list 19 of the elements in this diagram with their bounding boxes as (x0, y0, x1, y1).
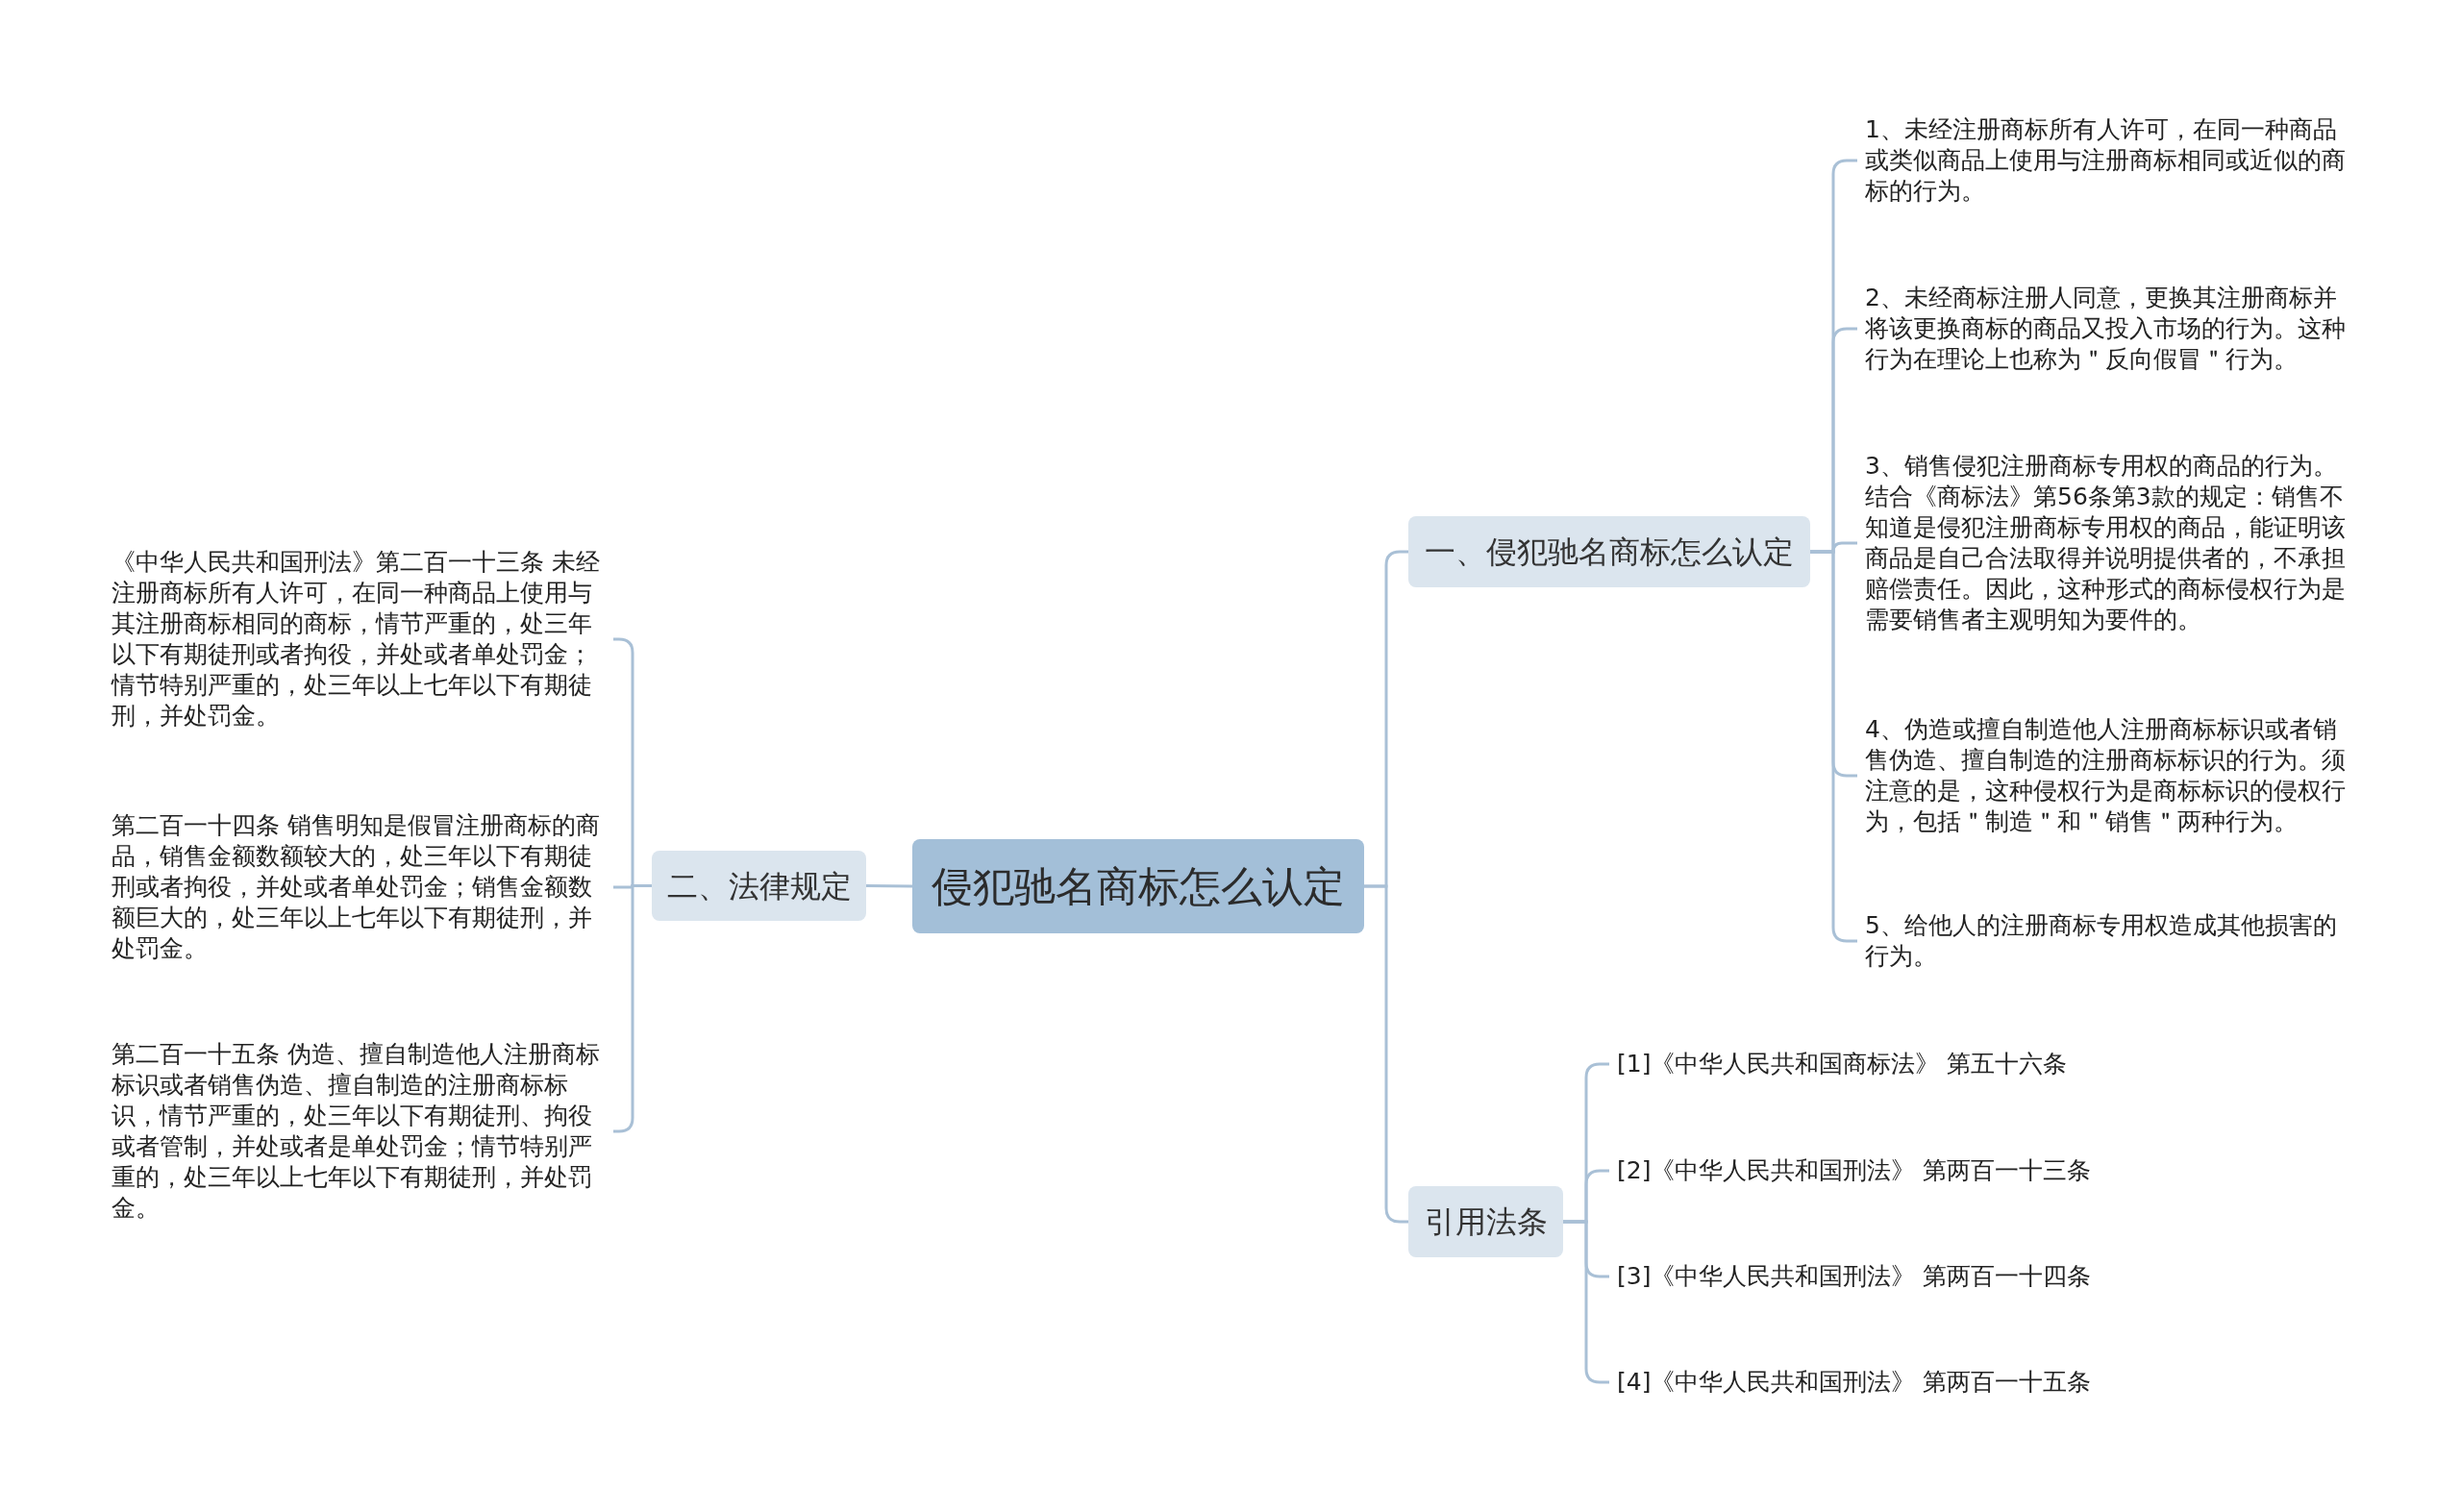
topic-text: 第二百一十五条 伪造、擅自制造他人注册商标标识或者销售伪造、擅自制造的注册商标标识，情节严重的，处三年以下有期徒刑、拘役或者管制，并处或者是单处罚金；情节特别严重的，处三年以上七年以下有期徒刑，并处罚金。 (104, 1032, 613, 1230)
topic-text: 2、未经商标注册人同意，更换其注册商标并将该更换商标的商品又投入市场的行为。这种行为在理论上也称为＂反向假冒＂行为。 (1857, 275, 2367, 383)
topic-text: 4、伪造或擅自制造他人注册商标标识或者销售伪造、擅自制造的注册商标标识的行为。须注意的是，这种侵权行为是商标标识的侵权行为，包括＂制造＂和＂销售＂两种行为。 (1857, 707, 2367, 844)
branch-topic: 引用法条 (1408, 1186, 1563, 1257)
connector-line (866, 884, 912, 888)
topic-text: 1、未经注册商标所有人许可，在同一种商品或类似商品上使用与注册商标相同或近似的商标的行为。 (1857, 108, 2367, 213)
connector-line (1364, 884, 1408, 1224)
connector-line (1810, 550, 1857, 943)
branch-topic: 二、法律规定 (652, 851, 866, 921)
topic-text: 第二百一十四条 销售明知是假冒注册商标的商品，销售金额数额较大的，处三年以下有期徒刑或者拘役，并处或者单处罚金；销售金额数额巨大的，处三年以上七年以下有期徒刑，并处罚金。 (104, 804, 613, 971)
reference-text: [4]《中华人民共和国刑法》 第两百一十五条 (1609, 1363, 2148, 1401)
topic-text: 5、给他人的注册商标专用权造成其他损害的行为。 (1857, 904, 2367, 979)
topic-text: 3、销售侵犯注册商标专用权的商品的行为。结合《商标法》第56条第3款的规定：销售不知道是侵犯注册商标专用权的商品，能证明该商品是自己合法取得并说明提供者的，不承担赔偿责任。因此，这种形式的商标侵权行为是需要销售者主观明知为要件的。 (1857, 444, 2367, 642)
reference-text: [1]《中华人民共和国商标法》 第五十六条 (1609, 1045, 2148, 1083)
central-topic: 侵犯驰名商标怎么认定 (912, 839, 1364, 933)
reference-text: [3]《中华人民共和国刑法》 第两百一十四条 (1609, 1257, 2148, 1296)
branch-topic: 一、侵犯驰名商标怎么认定 (1408, 516, 1810, 587)
reference-text: [2]《中华人民共和国刑法》 第两百一十三条 (1609, 1152, 2148, 1190)
topic-text: 《中华人民共和国刑法》第二百一十三条 未经注册商标所有人许可，在同一种商品上使用与其注册商标相同的商标，情节严重的，处三年以下有期徒刑或者拘役，并处或者单处罚金；情节特别严重的，处三年以上七年以下有期徒刑，并处罚金。 (104, 540, 613, 738)
